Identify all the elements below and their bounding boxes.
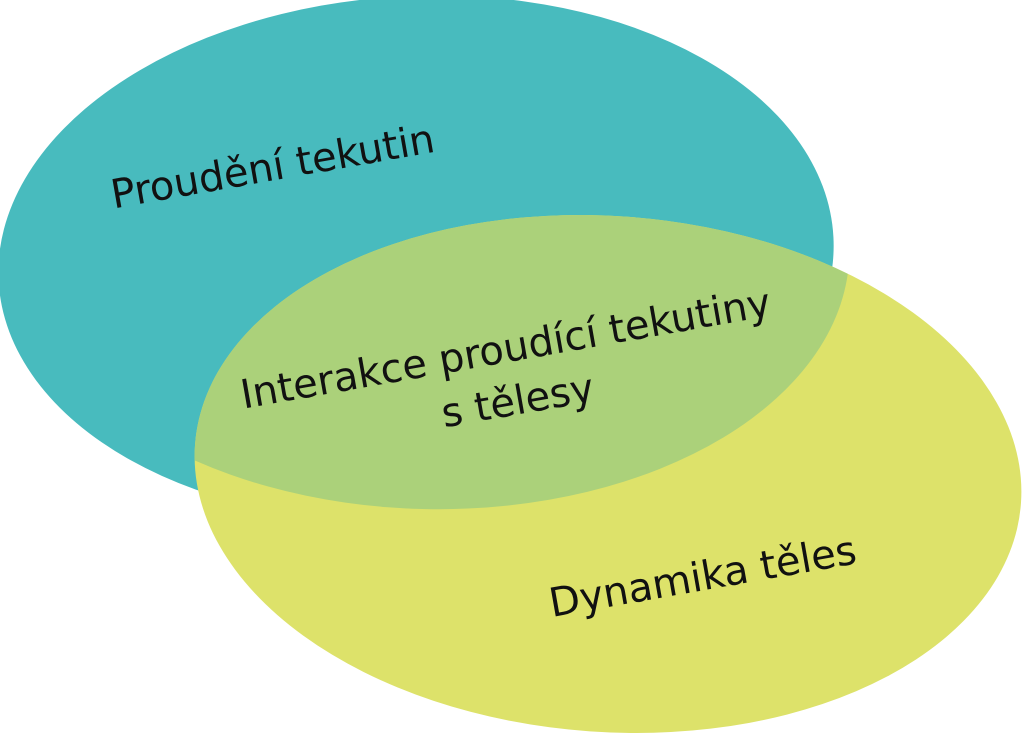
intersection-region (194, 215, 854, 517)
